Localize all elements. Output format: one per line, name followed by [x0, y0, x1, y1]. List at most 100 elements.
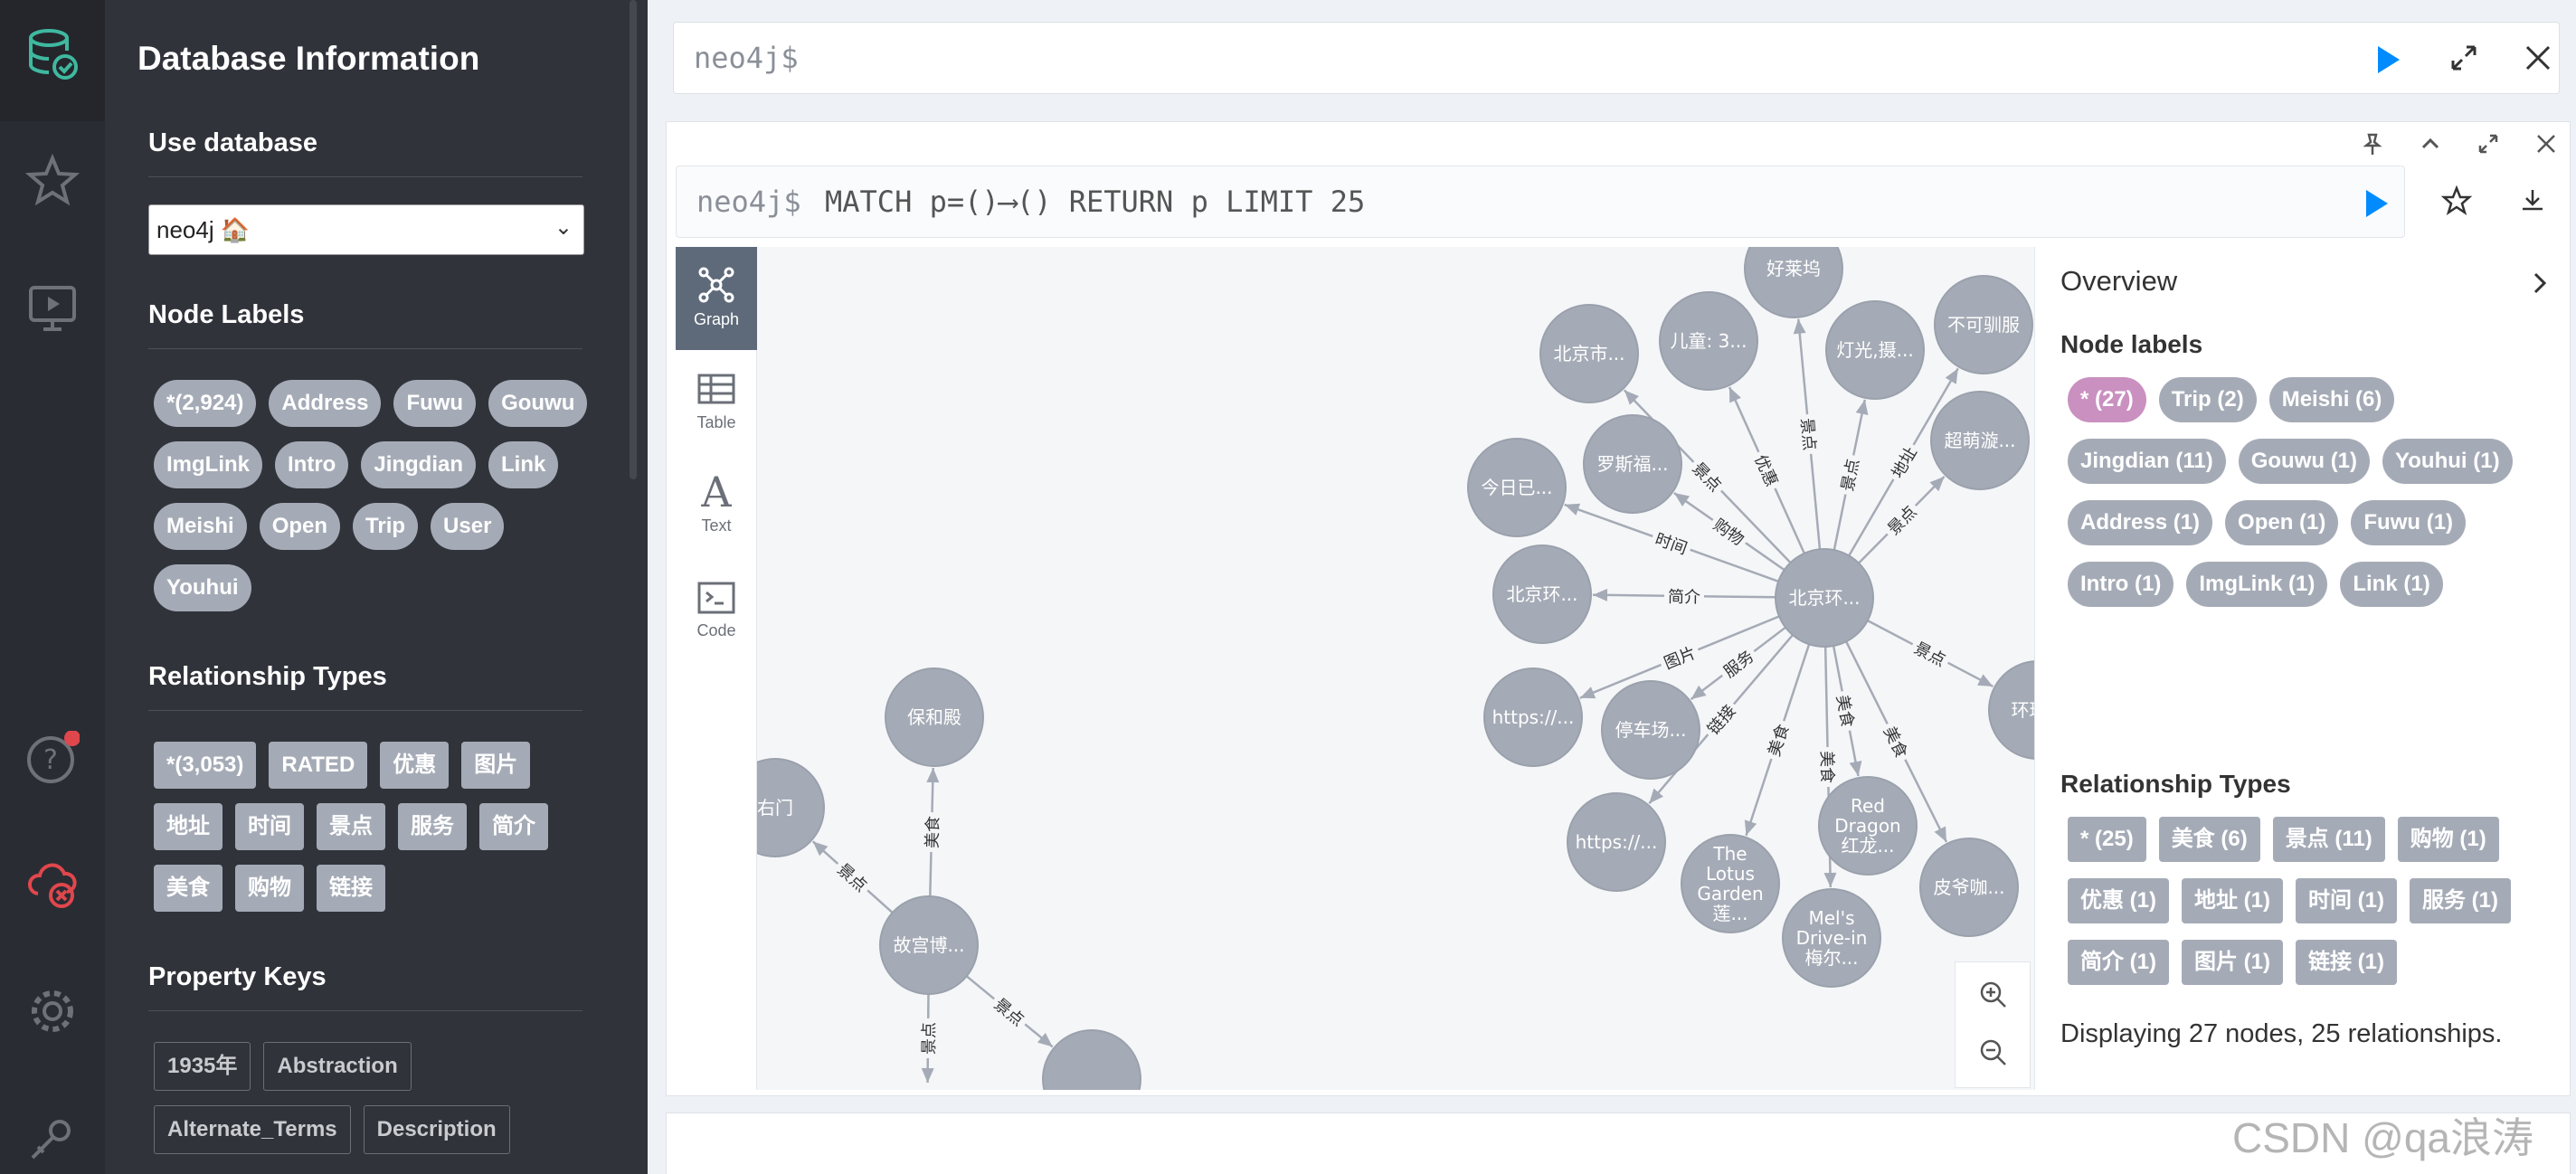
graph-node[interactable]: [885, 667, 984, 767]
overview-node-label[interactable]: Open (1): [2225, 500, 2339, 545]
property-key-tag[interactable]: Alternate_Terms: [154, 1105, 351, 1154]
relationship-type-tag[interactable]: 购物: [235, 865, 304, 912]
rerun-query-icon[interactable]: [2363, 188, 2390, 219]
overview-relationship-type[interactable]: 美食 (6): [2158, 817, 2260, 862]
overview-node-label[interactable]: Jingdian (11): [2068, 439, 2226, 484]
plugins-icon[interactable]: [25, 1111, 80, 1165]
chevron-right-icon[interactable]: [2527, 270, 2552, 296]
graph-node[interactable]: [1919, 838, 2019, 937]
overview-relationship-type[interactable]: 景点 (11): [2272, 817, 2385, 862]
node-label-pill[interactable]: User: [431, 503, 505, 550]
property-key-tag[interactable]: 1935年: [154, 1042, 251, 1091]
relationship-type-tag[interactable]: 景点: [317, 803, 385, 850]
view-text-button[interactable]: A Text: [676, 455, 757, 558]
overview-relationship-type[interactable]: 购物 (1): [2397, 817, 2499, 862]
graph-node-center[interactable]: [1775, 548, 1874, 648]
graph-node[interactable]: [757, 758, 825, 857]
node-label-pill[interactable]: Address: [269, 380, 382, 427]
zoom-in-icon[interactable]: [1977, 979, 2010, 1011]
overview-node-label[interactable]: Link (1): [2340, 562, 2443, 607]
download-icon[interactable]: [2517, 185, 2548, 216]
graph-node[interactable]: [1681, 834, 1780, 933]
relationship-type-tag[interactable]: 地址: [154, 803, 223, 850]
view-graph-button[interactable]: Graph: [676, 247, 757, 350]
node-label-pill[interactable]: Jingdian: [361, 441, 477, 488]
view-table-button[interactable]: Table: [676, 354, 757, 457]
overview-node-label[interactable]: Intro (1): [2068, 562, 2174, 607]
view-code-button[interactable]: Code: [676, 562, 757, 665]
relationship-type-tag[interactable]: 链接: [317, 865, 385, 912]
frame-query-editor[interactable]: neo4j$ MATCH p=()⟶() RETURN p LIMIT 25: [676, 166, 2405, 238]
graph-node[interactable]: [1818, 776, 1918, 876]
pin-icon[interactable]: [2360, 131, 2385, 156]
node-label-pill[interactable]: Trip: [353, 503, 419, 550]
relationship-type-tag[interactable]: 简介: [479, 803, 548, 850]
overview-relationship-type[interactable]: 简介 (1): [2068, 940, 2169, 985]
graph-node[interactable]: [1988, 660, 2034, 760]
graph-node[interactable]: [1601, 680, 1700, 780]
overview-node-label[interactable]: ImgLink (1): [2186, 562, 2328, 607]
graph-node[interactable]: [1744, 247, 1843, 318]
graph-node[interactable]: [1583, 414, 1682, 514]
overview-node-label[interactable]: Address (1): [2068, 500, 2213, 545]
relationship-type-tag[interactable]: 优惠: [380, 742, 450, 789]
expand-editor-icon[interactable]: [2448, 42, 2480, 74]
graph-node[interactable]: [1492, 544, 1592, 644]
overview-relationship-type[interactable]: 优惠 (1): [2068, 878, 2169, 923]
node-label-pill[interactable]: Open: [259, 503, 341, 550]
graph-node[interactable]: [1930, 391, 2030, 490]
relationship-type-tag[interactable]: RATED: [269, 742, 368, 789]
query-editor[interactable]: neo4j$: [673, 22, 2560, 94]
graph-node[interactable]: [1659, 291, 1758, 391]
graph-node[interactable]: [1567, 792, 1666, 892]
graph-node[interactable]: [1782, 888, 1881, 988]
overview-relationship-type[interactable]: 链接 (1): [2296, 940, 2397, 985]
node-label-pill[interactable]: Gouwu: [488, 380, 588, 427]
database-select[interactable]: neo4j 🏠 ⌄: [148, 204, 584, 255]
overview-node-label[interactable]: Youhui (1): [2382, 439, 2513, 484]
overview-node-label[interactable]: Gouwu (1): [2238, 439, 2371, 484]
close-frame-icon[interactable]: [2533, 131, 2559, 156]
node-label-pill[interactable]: Youhui: [154, 564, 251, 611]
relationship-type-tag[interactable]: 美食: [154, 865, 223, 912]
graph-node[interactable]: [1539, 304, 1639, 403]
node-label-pill[interactable]: Link: [488, 441, 559, 488]
node-label-pill[interactable]: Intro: [275, 441, 349, 488]
property-key-tag[interactable]: Description: [363, 1105, 510, 1154]
graph-node[interactable]: [1467, 438, 1567, 537]
overview-relationship-type[interactable]: 地址 (1): [2182, 878, 2283, 923]
graph-node[interactable]: [879, 895, 979, 995]
relationship-type-tag[interactable]: *(3,053): [154, 742, 257, 789]
node-label-pill[interactable]: ImgLink: [154, 441, 263, 488]
overview-relationship-type[interactable]: 时间 (1): [2296, 878, 2397, 923]
overview-node-label[interactable]: * (27): [2068, 377, 2146, 422]
graph-canvas[interactable]: 景点景点优惠景点地址景点购物时间简介图片服务链接美食美食美食美食景点美食景点景点…: [757, 247, 2034, 1090]
node-label-pill[interactable]: Fuwu: [393, 380, 477, 427]
overview-relationship-type[interactable]: 图片 (1): [2182, 940, 2283, 985]
overview-relationship-type[interactable]: * (25): [2068, 817, 2146, 862]
collapse-icon[interactable]: [2418, 131, 2443, 156]
drawer-scrollbar[interactable]: [630, 0, 637, 479]
star-icon[interactable]: [25, 154, 80, 208]
graph-node[interactable]: [1483, 667, 1583, 767]
overview-node-label[interactable]: Fuwu (1): [2351, 500, 2467, 545]
graph-node[interactable]: [1934, 275, 2033, 374]
zoom-out-icon[interactable]: [1977, 1037, 2010, 1069]
favorite-star-icon[interactable]: [2441, 185, 2472, 216]
close-editor-icon[interactable]: [2522, 42, 2554, 74]
run-query-icon[interactable]: [2374, 44, 2401, 75]
property-key-tag[interactable]: Abstraction: [263, 1042, 412, 1091]
node-label-pill[interactable]: *(2,924): [154, 380, 257, 427]
database-nav-item[interactable]: [0, 0, 105, 121]
node-label-pill[interactable]: Meishi: [154, 503, 247, 550]
overview-relationship-type[interactable]: 服务 (1): [2410, 878, 2511, 923]
graph-visualization[interactable]: 景点景点优惠景点地址景点购物时间简介图片服务链接美食美食美食美食景点美食景点景点…: [757, 247, 2034, 1090]
cloud-disconnected-icon[interactable]: [25, 857, 80, 912]
graph-node[interactable]: [1042, 1029, 1141, 1090]
overview-node-label[interactable]: Meishi (6): [2268, 377, 2395, 422]
overview-node-label[interactable]: Trip (2): [2158, 377, 2257, 422]
fullscreen-icon[interactable]: [2476, 131, 2501, 156]
relationship-type-tag[interactable]: 图片: [461, 742, 531, 789]
help-icon[interactable]: ?: [25, 731, 80, 785]
relationship-type-tag[interactable]: 服务: [398, 803, 467, 850]
